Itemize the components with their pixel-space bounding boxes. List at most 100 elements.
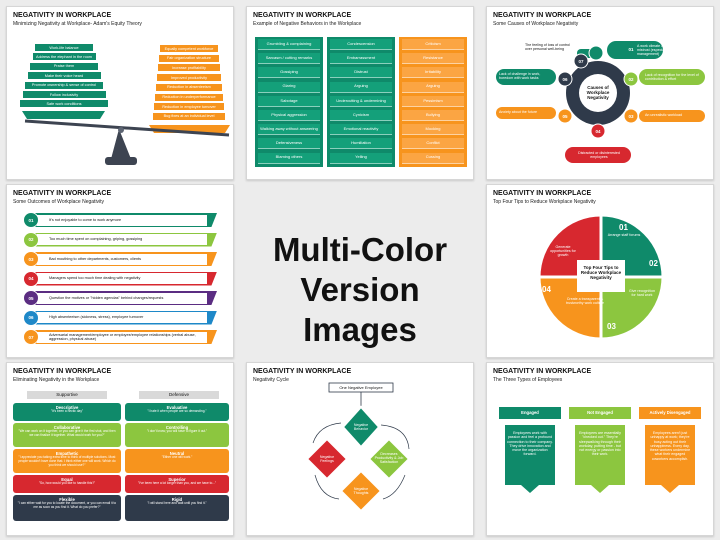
slide-thumbnail-outcomes[interactable]: NEGATIVITY IN WORKPLACE Some Outcomes of… — [6, 184, 234, 358]
causes-wheel — [496, 41, 705, 163]
behavior-cell: Mocking — [402, 124, 464, 136]
defensive-card-body: "I've been here a lot longer than you, a… — [137, 481, 217, 485]
supportive-card-body: "We can work on it together, or you can … — [18, 429, 116, 437]
left-bar-item: Praise them — [30, 62, 98, 70]
slide-thumbnail-eliminating[interactable]: NEGATIVITY IN WORKPLACE Eliminating Nega… — [6, 362, 234, 536]
defensive-card-body: "I don't know; you will have to figure i… — [146, 429, 208, 433]
tips-wheel — [537, 213, 665, 341]
left-bar-item: Safe work conditions — [20, 100, 108, 108]
supportive-card — [13, 403, 121, 421]
defensive-card — [125, 449, 229, 473]
cycle-node-thoughts: Negative Thoughts — [353, 487, 369, 496]
defensive-card-head: Evaluative — [166, 404, 188, 410]
tip-text-04: Generate opportunities for growth — [550, 245, 576, 258]
outcome-bar-inner — [37, 273, 207, 284]
tip-text-02: Give recognition for hard work — [629, 289, 655, 298]
behavior-cell: Distrust — [330, 67, 392, 79]
right-bar-item: Reduction in employee turnover — [154, 103, 224, 111]
supportive-card-head: Flexible — [59, 496, 75, 502]
employee-type-head: Actively Disengaged — [649, 410, 691, 415]
outcome-number: 02 — [23, 231, 39, 248]
cause-text-07-label: The feeling of loss of control over pers… — [525, 43, 570, 52]
slide-subtitle: Eliminating Negativity in the Workplace — [13, 377, 100, 383]
slide-subtitle: Negativity Cycle — [253, 377, 289, 383]
slide-title: NEGATIVITY IN WORKPLACE — [493, 190, 592, 197]
defensive-card — [125, 403, 229, 421]
supportive-card — [13, 423, 121, 447]
behavior-cell: Gossiping — [258, 67, 320, 79]
behavior-cell: Humiliation — [330, 138, 392, 150]
behavior-cell: Yelling — [330, 152, 392, 164]
behavior-cell: Resistance — [402, 53, 464, 65]
behavior-cell: Embarrassment — [330, 53, 392, 65]
employee-type-body: Employees aren't just unhappy at work; t… — [649, 431, 691, 461]
right-bar-item: Reduction in absenteeism — [156, 83, 222, 91]
supportive-card-head: Empathetic — [55, 450, 79, 456]
slide-title: NEGATIVITY IN WORKPLACE — [253, 368, 352, 375]
defensive-card-head: Neutral — [169, 450, 185, 456]
slide-title: NEGATIVITY IN WORKPLACE — [493, 12, 592, 19]
tip-num-04: 04 — [542, 285, 551, 294]
right-bar-item: Increase profitability — [158, 64, 220, 72]
cause-num-07: 07 — [578, 58, 584, 64]
right-bar-item: Improved productivity — [157, 74, 221, 82]
behavior-cell: Glaring — [258, 81, 320, 93]
cause-num-05: 05 — [562, 113, 568, 119]
employee-type-arrow — [521, 485, 539, 493]
cause-text-04: Distracted or disinterested employees — [578, 151, 620, 160]
cause-num-02: 02 — [628, 76, 634, 82]
employee-type-body: Employees work with passion and feel a p… — [507, 431, 553, 457]
slide-thumbnail-causes[interactable]: NEGATIVITY IN WORKPLACE Some Causes of W… — [486, 6, 714, 180]
employee-type-header-bar — [639, 407, 701, 419]
employee-type-head: Not Engaged — [587, 410, 613, 415]
right-bar-item: Fair organization structure — [159, 54, 219, 62]
outcome-number: 04 — [23, 270, 39, 287]
employee-type-body: Employees are essentially "checked out."… — [579, 431, 621, 457]
cause-text-05: Anxiety about the future — [499, 110, 537, 114]
behavior-cell: Condescension — [330, 39, 392, 50]
slide-thumbnail-negativity-cycle[interactable]: NEGATIVITY IN WORKPLACE Negativity Cycle… — [246, 362, 474, 536]
outcome-text: Adversarial management/employee or emplo… — [49, 332, 196, 341]
outcome-number: 07 — [23, 329, 39, 345]
supportive-card-body: "I appreciate you taking extra time to t… — [18, 455, 116, 467]
behavior-cell: Irritability — [402, 67, 464, 79]
left-bar-item: Make their voice heard — [27, 72, 101, 80]
outcome-text: Question the motives or "hidden agendas"… — [49, 295, 164, 300]
slide-subtitle: Top Four Tips to Reduce Workplace Negati… — [493, 199, 596, 205]
employee-type-body-panel — [645, 425, 695, 485]
scale-illustration — [22, 111, 230, 165]
slide-thumbnail-negative-behaviors[interactable]: NEGATIVITY IN WORKPLACE Example of Negat… — [246, 6, 474, 180]
cause-text-03: An unrealistic workload — [645, 113, 682, 117]
outcome-number: 05 — [23, 290, 39, 306]
slide-title: NEGATIVITY IN WORKPLACE — [13, 368, 112, 375]
slide-thumbnail-three-types[interactable]: NEGATIVITY IN WORKPLACE The Three Types … — [486, 362, 714, 536]
defensive-card — [125, 475, 229, 493]
outcome-text: Bad mouthing to other departments, custo… — [49, 256, 142, 261]
defensive-card-body: "I hate it when people are so demanding.… — [147, 409, 207, 413]
slide-title: NEGATIVITY IN WORKPLACE — [493, 368, 592, 375]
outcome-text: High absenteeism (sickness, stress), emp… — [49, 315, 144, 320]
tip-text-01: Arrange staff forums — [607, 233, 641, 237]
behavior-cell: Sarcasm / cutting remarks — [258, 53, 320, 65]
outcome-number: 01 — [23, 212, 39, 228]
behavior-cell: Bullying — [402, 110, 464, 121]
supportive-card-body: "I can either wait for you to locate the… — [17, 501, 117, 509]
right-bar-item: Bug fixes at an individual level — [153, 112, 225, 120]
defensive-header: Defensive — [139, 391, 219, 399]
slide-subtitle: Some Causes of Workplace Negativity — [493, 21, 579, 27]
slide-title: NEGATIVITY IN WORKPLACE — [13, 190, 112, 197]
tip-num-03: 03 — [607, 322, 616, 331]
cause-num-03: 03 — [628, 113, 634, 119]
slide-thumbnail-top-four-tips[interactable]: NEGATIVITY IN WORKPLACE Top Four Tips to… — [486, 184, 714, 358]
behavior-cell: Emotional reactivity — [330, 124, 392, 136]
slide-thumbnail-equity-theory[interactable]: NEGATIVITY IN WORKPLACE Minimizing Negat… — [6, 6, 234, 180]
caption-line-2: Version Images — [300, 271, 420, 348]
cause-text-02: Lack of recognition for the level of con… — [645, 73, 699, 82]
slide-subtitle: Minimizing Negativity at Workplace- Adam… — [13, 21, 142, 27]
cycle-node-behavior: Negative Behavior — [353, 423, 369, 432]
slide-subtitle: The Three Types of Employees — [493, 377, 563, 383]
behavior-cell: Pessimism — [402, 95, 464, 107]
behavior-cell: Defensiveness — [258, 138, 320, 150]
defensive-card-head: Controlling — [165, 424, 189, 430]
outcome-text: Too much time spent on complaining, grip… — [49, 237, 143, 242]
